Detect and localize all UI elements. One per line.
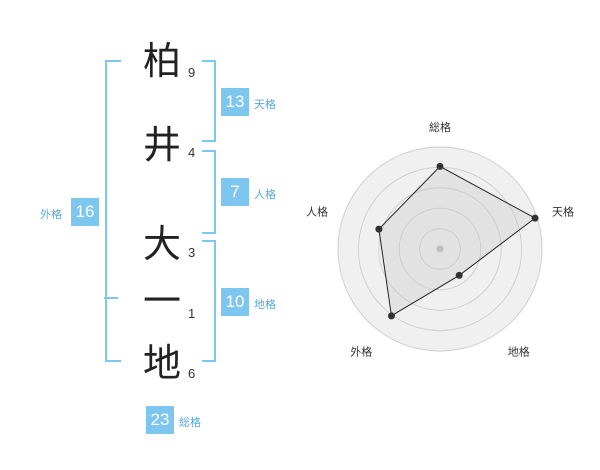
radar-axis-label-5: 人格 <box>306 204 328 218</box>
radar-series-polygon <box>378 165 536 317</box>
jinkaku-bracket <box>202 150 216 234</box>
name-char-1: 柏 <box>142 39 181 83</box>
stroke-count-4: 1 <box>188 306 196 321</box>
radar-point-5 <box>375 225 383 233</box>
radar-axis-label-2: 天格 <box>552 204 574 218</box>
jinkaku-value-badge: 7 <box>221 178 249 206</box>
chikaku-value-badge: 10 <box>221 288 249 316</box>
tenkaku-bracket <box>202 60 216 142</box>
jinkaku-label: 人格 <box>254 188 276 201</box>
radar-axis-label-3: 地格 <box>508 345 530 359</box>
gaikaku-value-badge: 16 <box>71 198 99 226</box>
name-char-4: 一 <box>142 279 181 323</box>
soukaku-label: 総格 <box>179 416 201 429</box>
radar-point-1 <box>436 162 444 170</box>
stroke-count-5: 6 <box>188 366 196 381</box>
radar-center-dot <box>436 245 444 253</box>
name-char-3: 大 <box>142 222 181 266</box>
radar-ring <box>378 187 502 311</box>
stroke-count-1: 9 <box>188 65 196 80</box>
chikaku-label: 地格 <box>254 298 276 311</box>
name-char-5: 地 <box>142 341 181 385</box>
radar-point-2 <box>531 214 539 222</box>
tenkaku-label: 天格 <box>254 98 276 111</box>
radar-axis-label-4: 外格 <box>350 345 372 359</box>
tenkaku-value-badge: 13 <box>221 88 249 116</box>
radar-point-3 <box>455 271 463 279</box>
name-char-2: 井 <box>142 123 181 167</box>
soukaku-value-badge: 23 <box>146 406 174 434</box>
chikaku-bracket <box>202 240 216 362</box>
gaikaku-bracket <box>105 60 121 362</box>
gaikaku-bracket-divider <box>104 297 118 299</box>
stroke-count-2: 4 <box>188 145 196 160</box>
gaikaku-label: 外格 <box>40 208 62 221</box>
radar-point-4 <box>387 312 395 320</box>
radar-axis-label-1: 総格 <box>429 120 451 134</box>
radar-ring <box>419 228 461 270</box>
radar-ring <box>398 207 482 291</box>
stroke-count-3: 3 <box>188 245 196 260</box>
